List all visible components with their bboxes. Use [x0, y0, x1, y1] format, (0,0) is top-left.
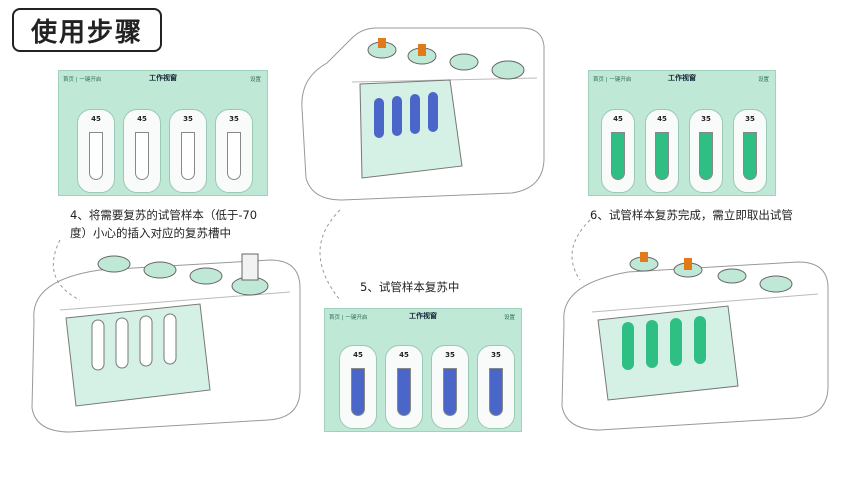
- slot-1: 45: [77, 109, 115, 193]
- slot-temp: 35: [745, 115, 755, 123]
- tube-green: [699, 132, 713, 180]
- device-illustration-left: [31, 253, 301, 433]
- slot-2: 45: [385, 345, 423, 429]
- tube-empty: [135, 132, 149, 180]
- slot-4: 35: [215, 109, 253, 193]
- nav-left[interactable]: 首页 | 一键开启: [63, 77, 102, 83]
- tube-blue: [489, 368, 503, 416]
- slot-temp: 35: [701, 115, 711, 123]
- tube-green: [611, 132, 625, 180]
- tube-empty: [227, 132, 241, 180]
- screen-step5: 首页 | 一键开启 工作视窗 设置 45 45 35 35: [324, 308, 522, 432]
- slot-1: 45: [339, 345, 377, 429]
- settings-link[interactable]: 设置: [249, 77, 261, 83]
- screen-title: 工作视窗: [668, 74, 696, 82]
- step6-text: 6、试管样本复苏完成，需立即取出试管: [590, 208, 793, 222]
- slot-2: 45: [123, 109, 161, 193]
- tube-blue: [397, 368, 411, 416]
- slot-2: 45: [645, 109, 679, 193]
- tube-empty: [181, 132, 195, 180]
- slot-3: 35: [169, 109, 207, 193]
- tube-blue: [351, 368, 365, 416]
- step5-text: 5、试管样本复苏中: [360, 280, 460, 294]
- slot-3: 35: [431, 345, 469, 429]
- settings-link[interactable]: 设置: [757, 77, 769, 83]
- screen-title: 工作视窗: [409, 312, 437, 320]
- tube-empty: [89, 132, 103, 180]
- settings-link[interactable]: 设置: [503, 315, 515, 321]
- slot-temp: 45: [91, 115, 101, 123]
- slot-3: 35: [689, 109, 723, 193]
- page-title: 使用步骤: [12, 8, 162, 52]
- tube-green: [655, 132, 669, 180]
- slot-temp: 45: [657, 115, 667, 123]
- slot-temp: 35: [229, 115, 239, 123]
- device-illustration-top: [301, 27, 545, 201]
- device-illustration-right: [561, 252, 829, 431]
- tube-green: [743, 132, 757, 180]
- slot-4: 35: [477, 345, 515, 429]
- screen-step6: 首页 | 一键开启 工作视窗 设置 45 45 35 35: [588, 70, 776, 196]
- slot-temp: 45: [137, 115, 147, 123]
- slot-temp: 35: [183, 115, 193, 123]
- slot-temp: 35: [445, 351, 455, 359]
- slot-temp: 35: [491, 351, 501, 359]
- screen-step4: 首页 | 一键开启 工作视窗 设置 45 45 35 35: [58, 70, 268, 196]
- slot-1: 45: [601, 109, 635, 193]
- step4-text: 4、将需要复苏的试管样本（低于-70度）小心的插入对应的复苏槽中: [70, 208, 258, 240]
- slot-temp: 45: [399, 351, 409, 359]
- slot-4: 35: [733, 109, 767, 193]
- tube-blue: [443, 368, 457, 416]
- nav-left[interactable]: 首页 | 一键开启: [329, 315, 368, 321]
- slot-temp: 45: [613, 115, 623, 123]
- slot-temp: 45: [353, 351, 363, 359]
- nav-left[interactable]: 首页 | 一键开启: [593, 77, 632, 83]
- screen-title: 工作视窗: [149, 74, 177, 82]
